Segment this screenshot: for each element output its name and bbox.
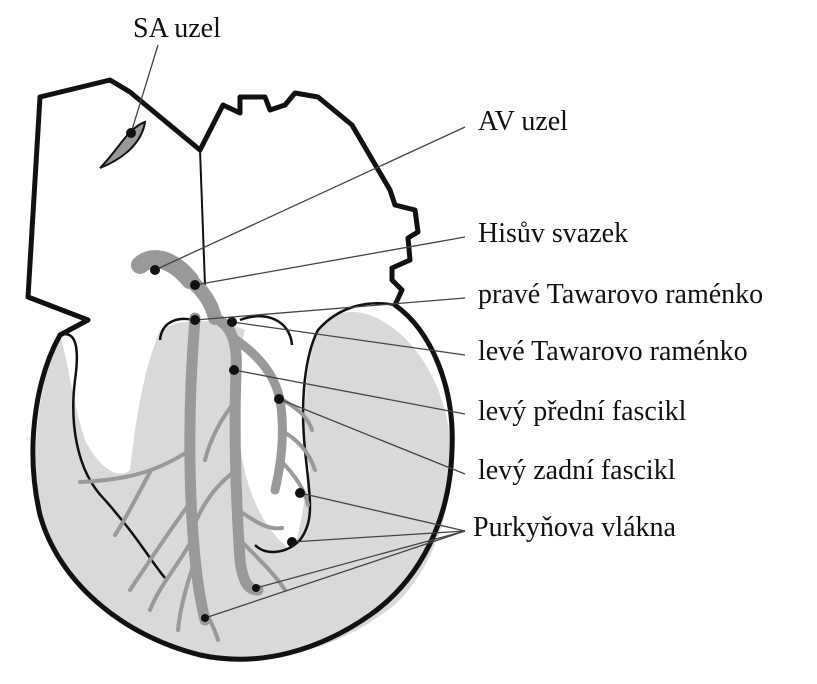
purkinje-dot-4 <box>201 614 209 622</box>
his-pointer-line <box>195 237 465 285</box>
interatrial-septum <box>200 150 205 285</box>
valve-leaflet-left <box>240 316 292 345</box>
purkinje-dot-2 <box>287 537 297 547</box>
label-right-bundle-branch: pravé Tawarovo raménko <box>478 281 763 309</box>
label-sa-node: SA uzel <box>133 15 221 43</box>
sa-dot <box>126 128 136 138</box>
label-his-bundle: Hisův svazek <box>478 220 628 248</box>
posterior-fascicle-dot <box>274 394 284 404</box>
purkinje-dot-3 <box>252 584 260 592</box>
sa-pointer-line <box>131 45 158 133</box>
anterior-fascicle-dot <box>229 365 239 375</box>
label-left-bundle-branch: levé Tawarovo raménko <box>478 338 748 366</box>
label-left-posterior-fascicle: levý zadní fascikl <box>478 457 675 485</box>
av-node-tissue <box>140 259 190 280</box>
label-left-anterior-fascicle: levý přední fascikl <box>478 398 686 426</box>
left-bundle-dot <box>227 317 237 327</box>
purkinje-dot-1 <box>295 488 305 498</box>
right-bundle-dot <box>190 315 200 325</box>
label-av-node: AV uzel <box>478 108 568 136</box>
sa-node-shape <box>100 122 145 168</box>
label-purkinje-fibers: Purkyňova vlákna <box>473 514 676 542</box>
ventricles-fill <box>36 312 451 659</box>
av-dot <box>150 265 160 275</box>
right-bundle-pointer-line <box>195 298 465 320</box>
his-dot <box>190 280 200 290</box>
